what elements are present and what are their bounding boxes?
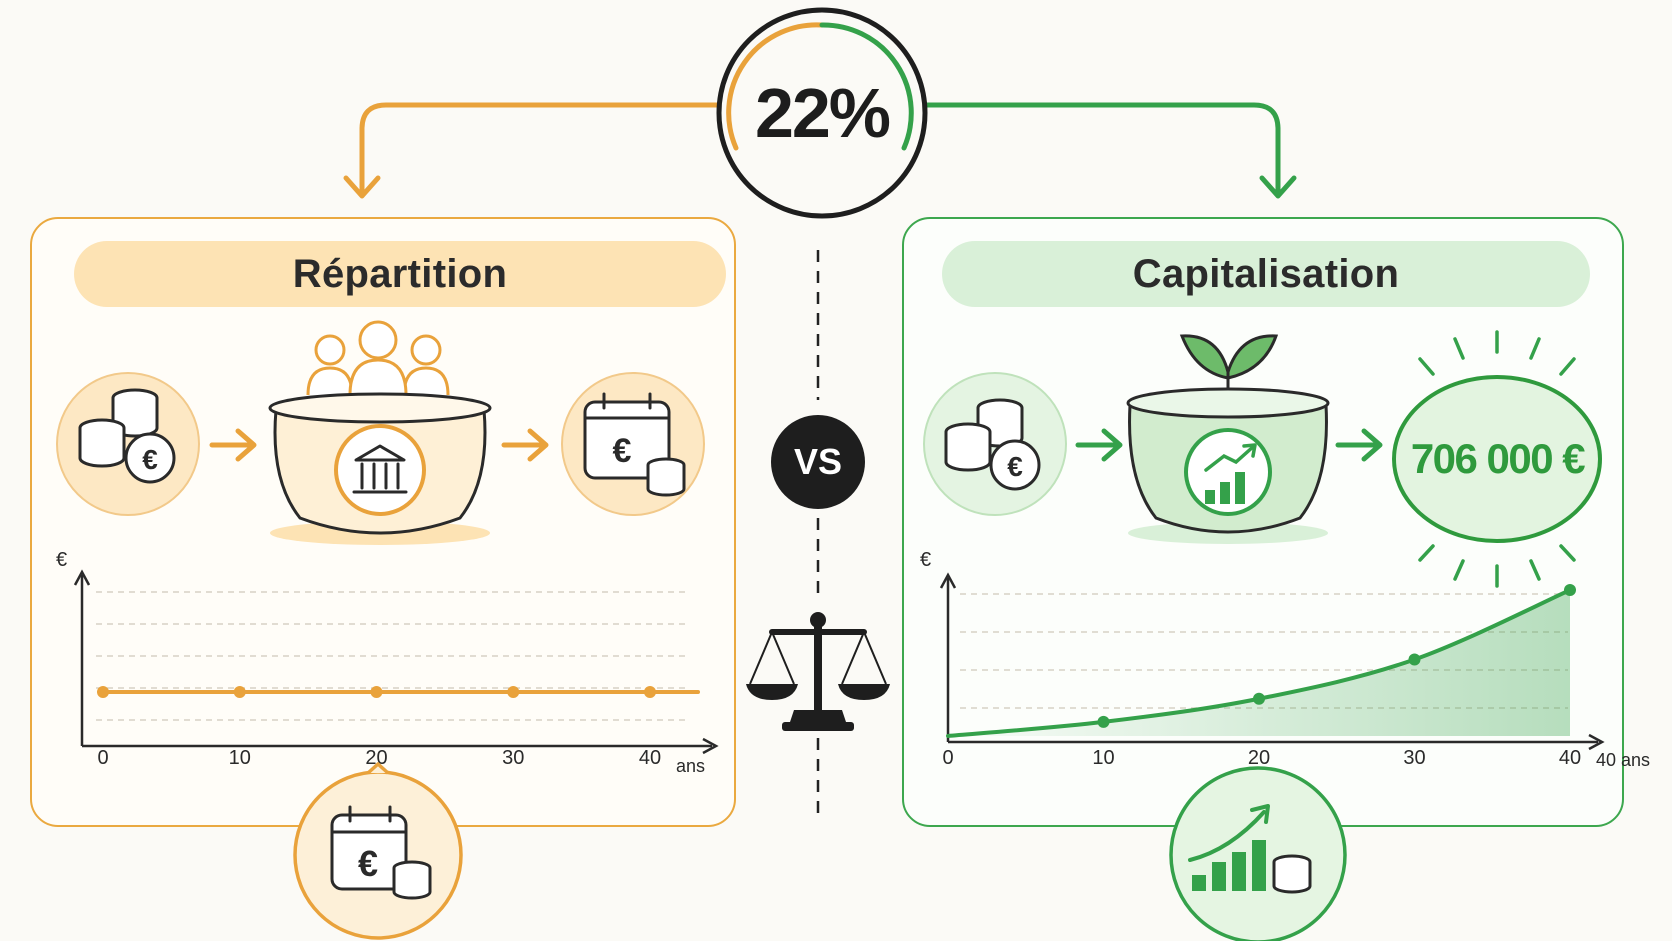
chart-tick-label: 0 <box>942 747 953 769</box>
svg-text:€: € <box>358 843 378 884</box>
repartition-panel: Répartition <box>30 217 736 827</box>
svg-text:€: € <box>613 432 632 470</box>
chart-data-point <box>507 686 520 698</box>
right-chart-series: 0 10 20 30 40 40 ans <box>942 584 1650 770</box>
arrow-right-icon <box>209 428 257 462</box>
chart-data-point <box>1253 692 1265 705</box>
left-y-axis-label: € <box>56 549 67 571</box>
chart-tick-label: 30 <box>502 747 524 769</box>
chart-data-point <box>1097 715 1110 728</box>
growth-bars-icon <box>1169 766 1347 941</box>
chart-tick-label: 0 <box>97 747 108 769</box>
pot-plant-icon <box>1126 334 1330 544</box>
calendar-coins-icon: € <box>293 762 463 940</box>
svg-text:€: € <box>142 444 158 475</box>
balance-scale-icon <box>746 612 890 731</box>
coins-euro-icon: € <box>923 372 1067 516</box>
right-y-axis-label: € <box>920 549 931 571</box>
chart-data-point <box>1408 653 1421 666</box>
chart-tick-label: 20 <box>1248 747 1270 769</box>
chart-tick-label: 30 <box>1403 747 1425 769</box>
final-amount: 706 000 € <box>1410 435 1586 482</box>
vs-badge: VS <box>771 415 865 509</box>
left-x-axis-label: ans <box>676 756 705 776</box>
chart-data-point <box>233 686 246 698</box>
left-chart-series: 0 10 20 30 40 <box>97 686 700 769</box>
arrow-right-icon <box>501 428 549 462</box>
chart-x-axis-end-label: 40 ans <box>1596 750 1650 770</box>
amount-badge <box>1392 330 1602 588</box>
chart-data-point <box>1564 584 1576 597</box>
chart-tick-label: 10 <box>229 747 251 769</box>
capitalisation-title: Capitalisation <box>942 241 1590 307</box>
coins-euro-icon: € <box>56 372 200 516</box>
repartition-title: Répartition <box>74 241 726 307</box>
svg-text:€: € <box>1007 451 1023 482</box>
chart-data-point <box>644 686 656 698</box>
percentage-value: 22% <box>754 74 891 152</box>
chart-data-point <box>370 686 383 698</box>
left-chart-axes <box>73 569 719 755</box>
chart-data-point <box>97 686 109 698</box>
arrow-right-icon <box>1075 428 1123 462</box>
chart-area-fill <box>948 590 1570 736</box>
chart-tick-label: 20 <box>365 747 387 769</box>
chart-tick-label: 10 <box>1092 747 1114 769</box>
pot-people-icon <box>268 320 492 545</box>
chart-tick-label: 40 <box>639 747 661 769</box>
calendar-euro-icon: € <box>561 372 705 516</box>
chart-tick-label: 40 <box>1559 747 1581 769</box>
arrow-right-icon <box>1335 428 1383 462</box>
